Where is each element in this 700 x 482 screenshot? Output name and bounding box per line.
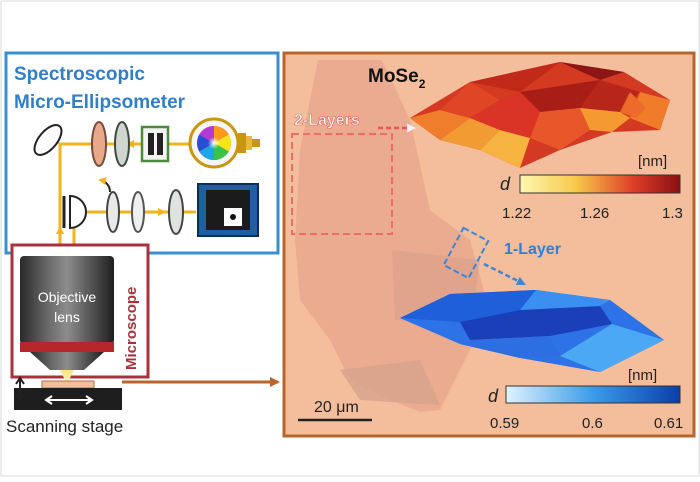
stage-z-arrow-head-up <box>15 376 25 385</box>
ellipsometer-title-line2: Micro-Ellipsometer <box>14 92 186 113</box>
rotation-arrow-icon <box>98 177 112 193</box>
monochromator-icon <box>140 125 170 163</box>
bottom-colorbar <box>505 385 681 404</box>
mirror-top-icon <box>33 124 63 156</box>
lamp-icon <box>188 117 260 169</box>
bottom-colorbar-tick-1: 0.59 <box>490 415 519 432</box>
bottom-colorbar-tick-3: 0.61 <box>654 415 683 432</box>
analyzer-mirror-icon <box>62 194 87 230</box>
one-layer-height-map <box>400 290 664 372</box>
stage-xy-arrow-head-right <box>85 395 94 405</box>
top-colorbar-symbol: d <box>500 174 511 194</box>
polarizer-icon <box>91 121 107 167</box>
two-layer-region-box <box>291 133 393 235</box>
one-layer-label: 1-Layer <box>504 241 561 258</box>
detector-icon <box>197 183 259 237</box>
ellipsometer-title-line1: Spectroscopic <box>14 64 145 85</box>
compensator-icon <box>114 121 130 167</box>
stage-z-arrow-head-down <box>15 393 25 402</box>
objective-lens-icon <box>20 256 114 384</box>
monochromator-slit-2 <box>157 133 163 155</box>
top-colorbar-unit: [nm] <box>638 153 667 170</box>
material-label: MoSe2 <box>368 66 426 91</box>
flake-edge-region <box>340 360 440 405</box>
scanning-stage-label: Scanning stage <box>6 417 123 436</box>
bottom-colorbar-tick-2: 0.6 <box>582 415 603 432</box>
analyzer-icon <box>131 191 145 233</box>
compensator-2-icon <box>106 191 120 233</box>
objective-label-line2: lens <box>54 309 80 325</box>
stage-xy-arrow-head-left <box>44 395 53 405</box>
top-colorbar <box>519 174 681 194</box>
top-colorbar-tick-1: 1.22 <box>502 205 531 222</box>
top-colorbar-tick-3: 1.3 <box>662 205 683 222</box>
microscope-label: Microscope <box>123 287 140 370</box>
two-layer-label: 2-Layers <box>294 112 360 129</box>
bottom-colorbar-symbol: d <box>488 386 499 406</box>
lens-icon <box>168 189 184 235</box>
monochromator-slit <box>148 133 154 155</box>
two-layer-height-map <box>410 62 670 168</box>
bottom-colorbar-unit: [nm] <box>628 367 657 384</box>
one-layer-region-box <box>442 226 490 280</box>
objective-label-line1: Objective <box>38 289 97 305</box>
scale-bar-label: 20 μm <box>314 399 359 416</box>
sample-icon <box>41 380 95 389</box>
top-colorbar-tick-2: 1.26 <box>580 205 609 222</box>
